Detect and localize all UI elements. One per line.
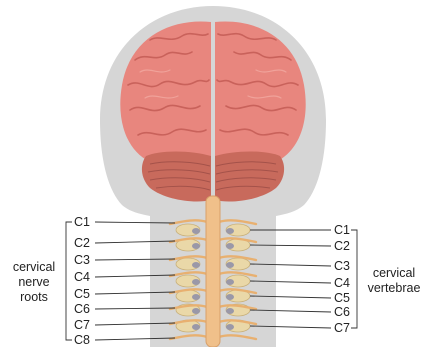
nerve-roots-bracket <box>66 222 72 340</box>
nerve-root-label-c3: C3 <box>74 253 90 267</box>
vertebrae-group-label: cervical vertebrae <box>362 266 426 296</box>
vertebra-label-c4: C4 <box>334 276 350 290</box>
vertebra-label-c6: C6 <box>334 305 350 319</box>
nerve-root-label-c7: C7 <box>74 318 90 332</box>
nerve-roots-group-label-line1: cervical <box>4 260 64 275</box>
spinal-cord <box>206 196 220 347</box>
nerve-root-label-c5: C5 <box>74 287 90 301</box>
nerve-root-label-c2: C2 <box>74 236 90 250</box>
nerve-root-label-c8: C8 <box>74 333 90 347</box>
nerve-root-label-c4: C4 <box>74 270 90 284</box>
nerve-roots-group-label-line3: roots <box>4 290 64 305</box>
vertebra-label-c1: C1 <box>334 223 350 237</box>
vertebrae-group-label-line2: vertebrae <box>362 281 426 296</box>
vertebra-label-c3: C3 <box>334 259 350 273</box>
nerve-root-label-c6: C6 <box>74 302 90 316</box>
vertebrae-group-label-line1: cervical <box>362 266 426 281</box>
vertebra-label-c2: C2 <box>334 239 350 253</box>
vertebrae-bracket <box>351 230 357 328</box>
vertebra-label-c5: C5 <box>334 291 350 305</box>
nerve-roots-group-label-line2: nerve <box>4 275 64 290</box>
nerve-root-label-c1: C1 <box>74 215 90 229</box>
nerve-roots-group-label: cervical nerve roots <box>4 260 64 305</box>
vertebra-label-c7: C7 <box>334 321 350 335</box>
